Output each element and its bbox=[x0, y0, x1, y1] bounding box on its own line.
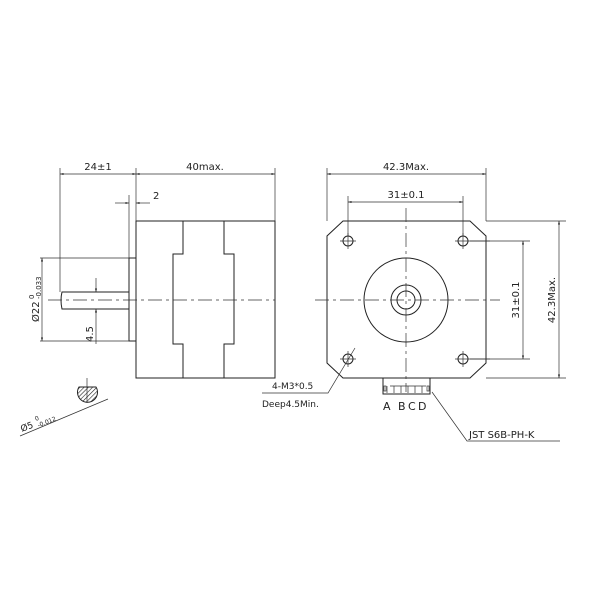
pin-a: A bbox=[383, 400, 391, 413]
body-recess bbox=[172, 221, 235, 378]
pin-c: C bbox=[408, 400, 416, 413]
shaft-tol-upper: 0 bbox=[34, 415, 40, 423]
boss-tol-lower: -0.033 bbox=[35, 276, 43, 299]
pin-d: D bbox=[418, 400, 426, 413]
dim-hole-spacing-v: 31±0.1 bbox=[511, 281, 522, 318]
dim-shaft-diameter: Ø5 bbox=[19, 420, 35, 435]
dim-boss-height: 2 bbox=[153, 191, 159, 202]
dim-body-length: 40max. bbox=[186, 162, 224, 173]
depth-note: Deep4.5Min. bbox=[262, 400, 319, 410]
dim-width: 42.3Max. bbox=[383, 162, 429, 173]
shaft bbox=[60, 291, 129, 310]
side-view: 24±1 40max. 2 Ø22 0 -0.033 4.5 Ø5 0 -0.0… bbox=[19, 162, 276, 437]
motor-body bbox=[135, 220, 276, 379]
shaft-section: Ø5 0 -0.012 bbox=[19, 378, 109, 437]
dim-flat: 4.5 bbox=[85, 326, 96, 342]
connector-label: JST S6B-PH-K bbox=[468, 430, 535, 441]
flange bbox=[326, 220, 487, 379]
shaft-tol-lower: -0.012 bbox=[37, 416, 58, 430]
boss-tol-upper: 0 bbox=[28, 295, 36, 299]
dim-height: 42.3Max. bbox=[547, 277, 558, 323]
pin-b: B bbox=[398, 400, 406, 413]
dim-shaft-length: 24±1 bbox=[84, 162, 111, 173]
thread-note: 4-M3*0.5 bbox=[272, 382, 313, 392]
front-view: 42.3Max. 31±0.1 31±0.1 42.3Max. 4-M3*0.5… bbox=[262, 162, 566, 442]
dim-boss-diameter: Ø22 bbox=[30, 301, 42, 322]
boss bbox=[128, 257, 137, 342]
connector: A B C D bbox=[382, 378, 431, 413]
dim-hole-spacing-h: 31±0.1 bbox=[387, 190, 424, 201]
